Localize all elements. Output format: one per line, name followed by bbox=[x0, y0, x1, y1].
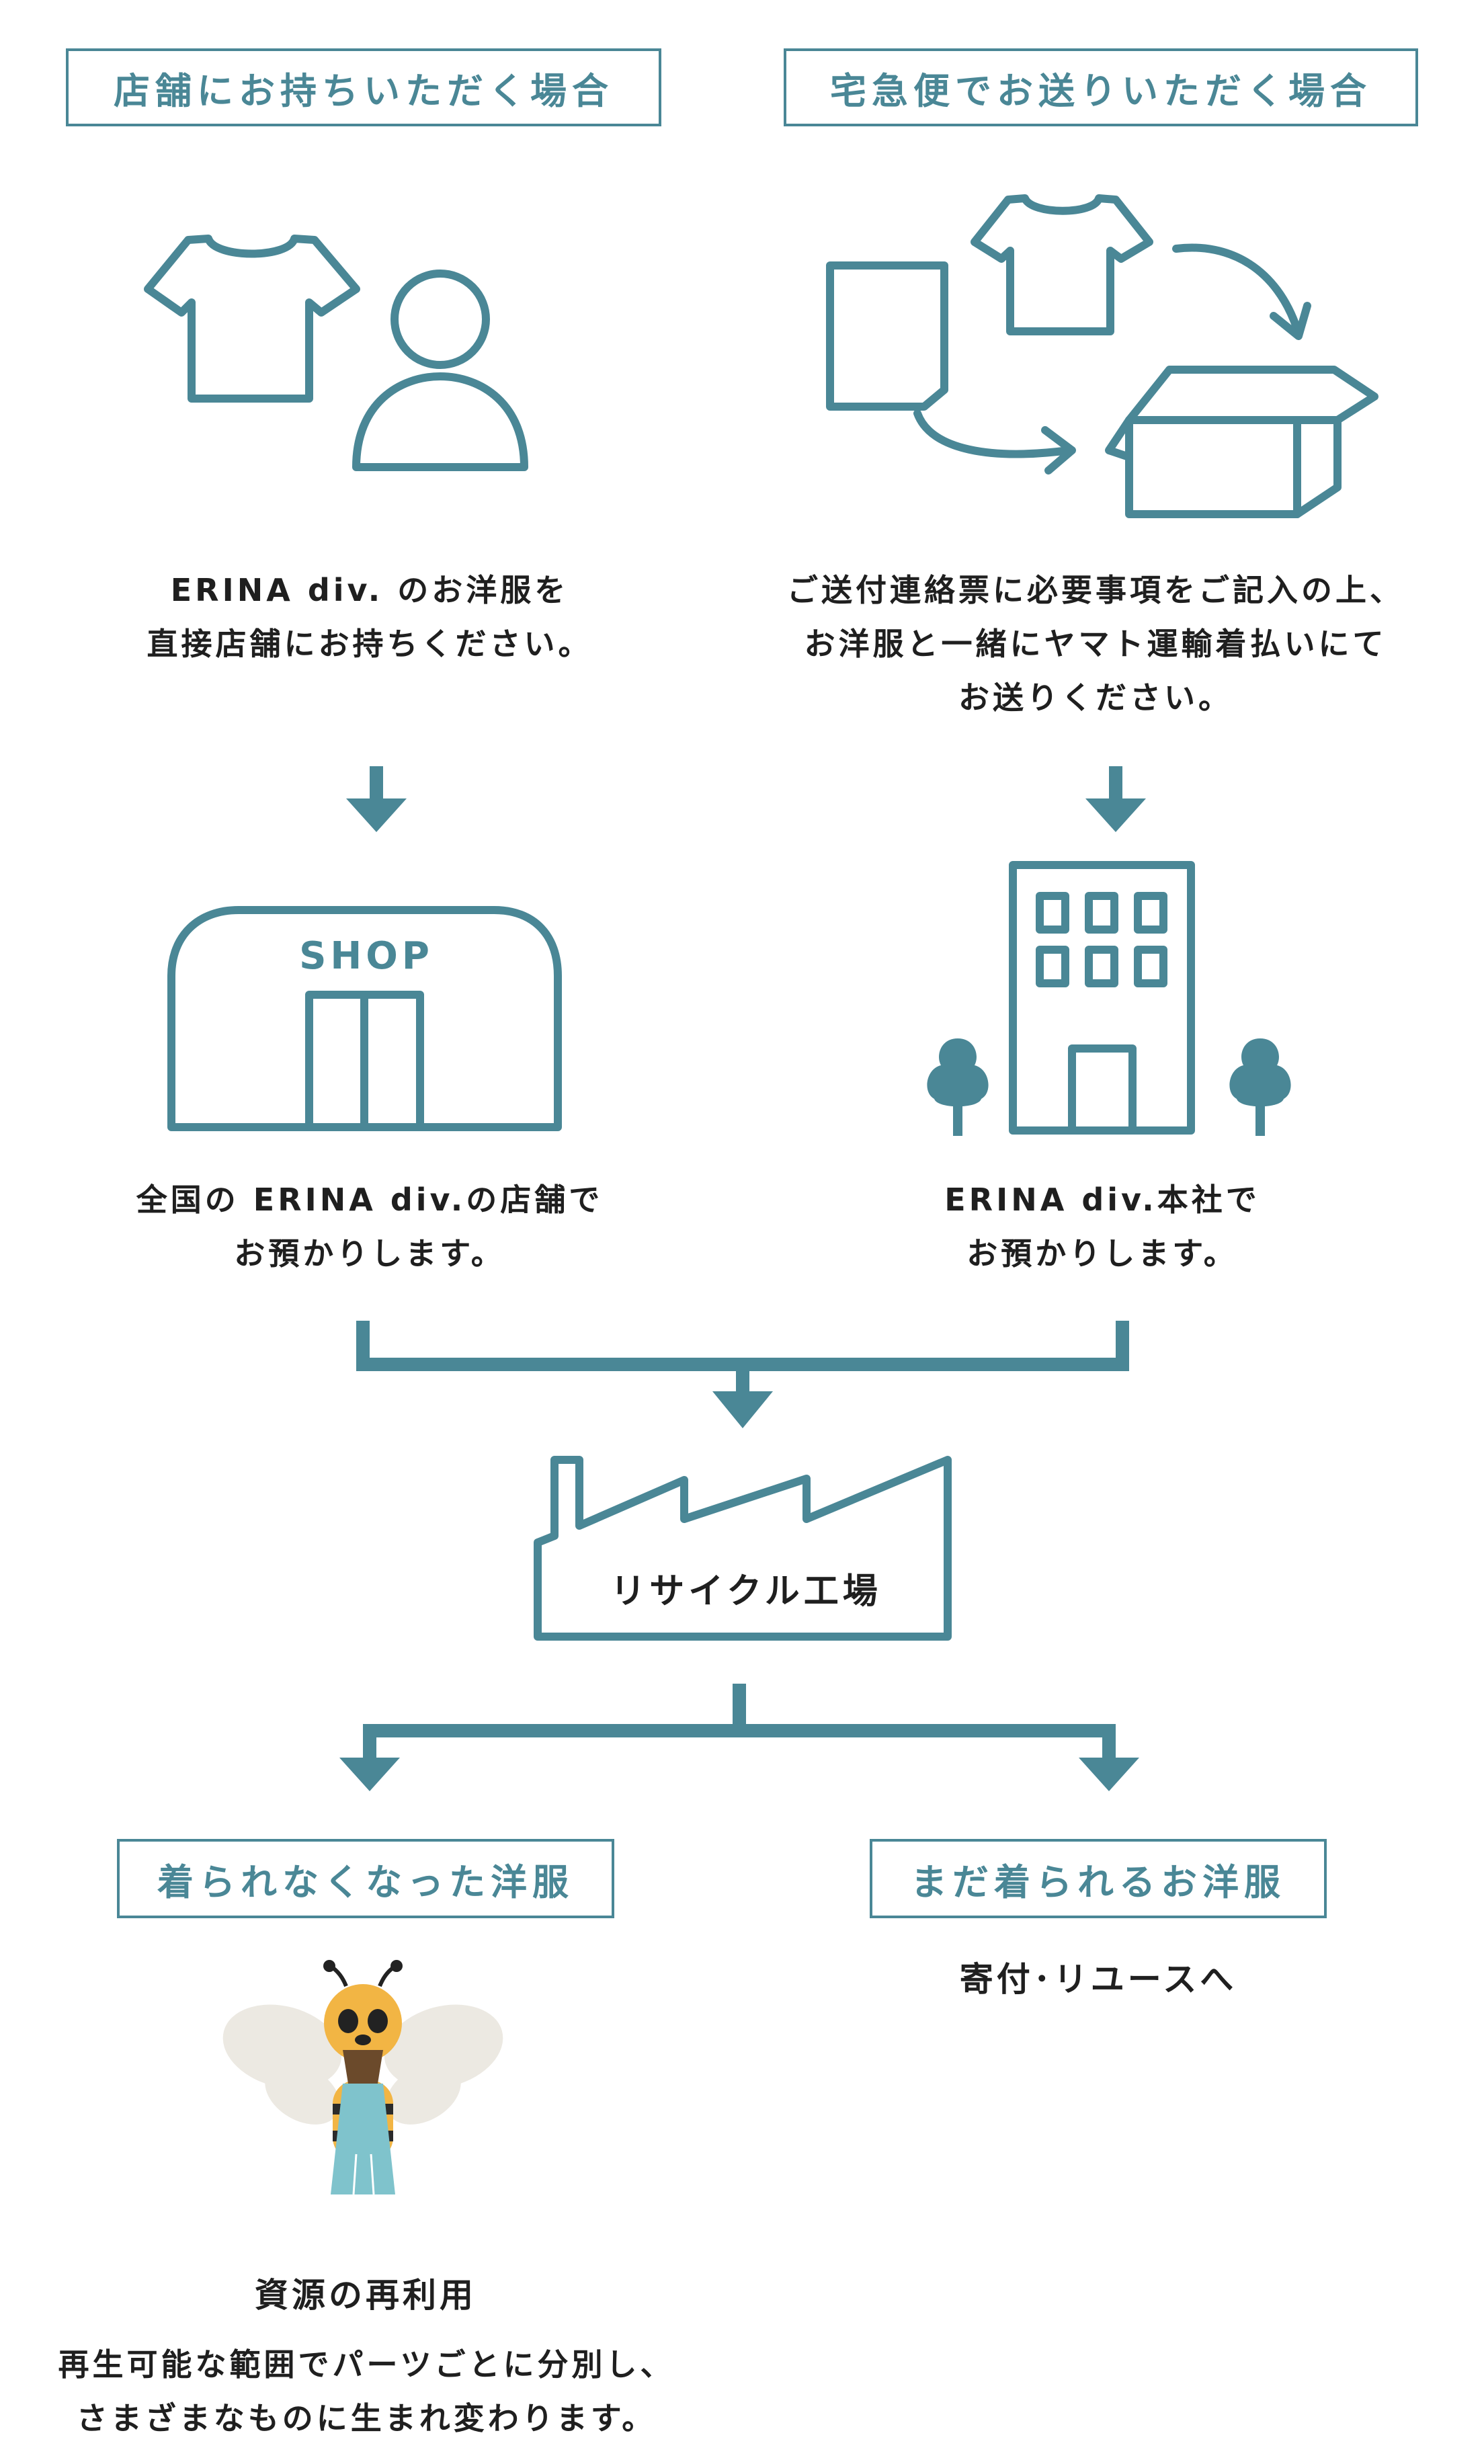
delivery-result: ERINA div.本社で お預かりします。 bbox=[833, 1173, 1371, 1280]
office-building-icon bbox=[1009, 861, 1195, 1135]
header-wearable: まだ着られるお洋服 bbox=[870, 1839, 1327, 1918]
in-store-description-line: 直接店舗にお持ちください。 bbox=[147, 626, 593, 662]
tree-icon bbox=[1229, 1038, 1291, 1136]
shop-sign: SHOP bbox=[299, 934, 434, 978]
box-icon bbox=[1105, 366, 1378, 518]
merge-connector bbox=[356, 1321, 1129, 1428]
in-store-description: ERINA div. のお洋服を 直接店舗にお持ちください。 bbox=[67, 563, 672, 671]
reuse-description: 寄付･リユースへ bbox=[959, 1960, 1237, 1999]
tree-icon bbox=[927, 1038, 989, 1136]
arrow-down-icon bbox=[346, 766, 407, 832]
delivery-result-line: お預かりします。 bbox=[966, 1235, 1238, 1272]
resource-reuse-title: 資源の再利用 bbox=[255, 2276, 477, 2315]
person-icon bbox=[352, 270, 528, 471]
delivery-description-line: ご送付連絡票に必要事項をご記入の上、 bbox=[787, 572, 1404, 608]
header-unwearable: 着られなくなった洋服 bbox=[117, 1839, 614, 1918]
header-delivery: 宅急便でお送りいただく場合 bbox=[784, 48, 1418, 126]
resource-reuse-description-line: 再生可能な範囲でパーツごとに分別し、 bbox=[58, 2346, 675, 2383]
split-connector bbox=[339, 1684, 1139, 1791]
delivery-description-line: お洋服と一緒にヤマト運輸着払いにて bbox=[804, 626, 1387, 662]
tshirt-icon bbox=[144, 235, 360, 403]
delivery-description: ご送付連絡票に必要事項をご記入の上、 お洋服と一緒にヤマト運輸着払いにて お送り… bbox=[766, 563, 1425, 725]
arrow-down-icon bbox=[1085, 766, 1146, 832]
document-icon bbox=[826, 261, 948, 411]
arrow-curve-icon bbox=[1172, 243, 1311, 340]
in-store-result-line: 全国の ERINA div.の店舗で bbox=[136, 1182, 604, 1218]
arrow-curve-icon bbox=[913, 409, 1076, 475]
bee-mascot-icon bbox=[222, 1960, 503, 2195]
in-store-description-line: ERINA div. のお洋服を bbox=[170, 572, 569, 608]
in-store-result: 全国の ERINA div.の店舗で お預かりします。 bbox=[81, 1173, 659, 1280]
factory-label: リサイクル工場 bbox=[610, 1571, 882, 1612]
delivery-result-line: ERINA div.本社で bbox=[944, 1182, 1260, 1218]
tshirt-icon bbox=[971, 194, 1153, 335]
in-store-result-line: お預かりします。 bbox=[234, 1235, 505, 1272]
resource-reuse-description: 再生可能な範囲でパーツごとに分別し、 さまざまなものに生まれ変わります。 bbox=[40, 2338, 692, 2445]
shop-icon: SHOP bbox=[165, 902, 568, 1134]
factory-icon: リサイクル工場 bbox=[531, 1452, 961, 1643]
header-in-store: 店舗にお持ちいただく場合 bbox=[66, 48, 661, 126]
delivery-description-line: お送りください。 bbox=[958, 680, 1233, 716]
resource-reuse-description-line: さまざまなものに生まれ変わります。 bbox=[76, 2400, 657, 2436]
